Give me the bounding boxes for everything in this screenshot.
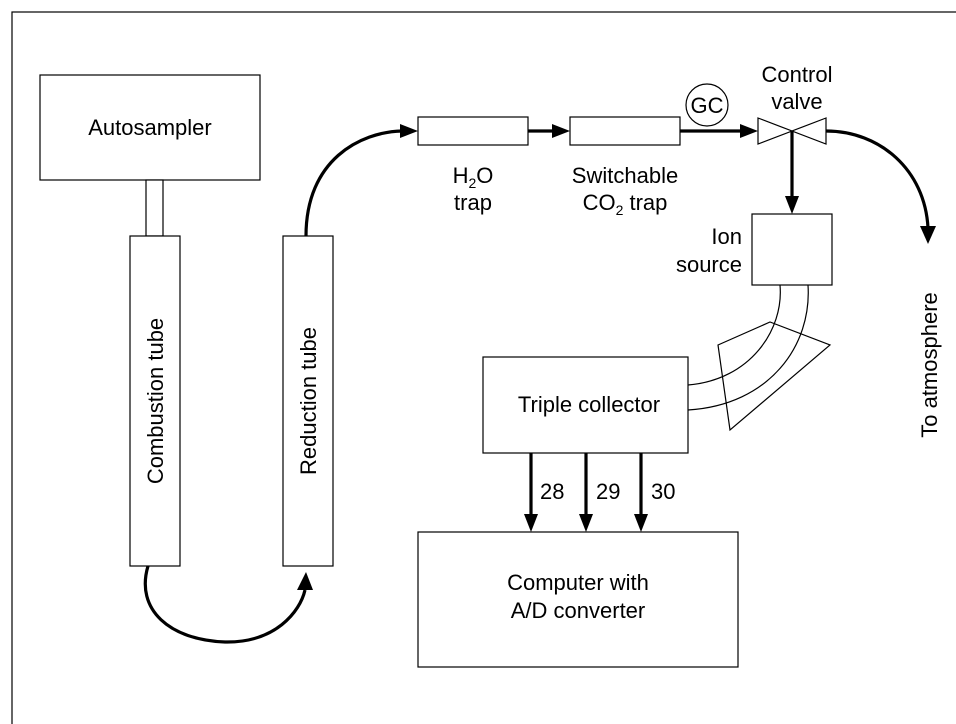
control-valve-label-line2: valve — [771, 89, 822, 114]
control-valve-icon — [757, 117, 794, 145]
ion-source-label-line2: source — [676, 252, 742, 277]
flight-tube-inner — [687, 284, 781, 386]
triple-collector-label: Triple collector — [518, 392, 660, 417]
autosampler-label: Autosampler — [88, 115, 212, 140]
combustion-to-reduction-arrowhead — [297, 572, 313, 590]
autosampler-box — [39, 74, 261, 181]
water-trap-label-line1: H2O — [453, 163, 494, 191]
computer-label-line1: Computer with — [507, 570, 649, 595]
atmosphere-label: To atmosphere — [917, 292, 942, 438]
autosampler-connector — [145, 179, 164, 237]
co2-trap-label-line2: CO2 trap — [583, 190, 668, 218]
combustion-to-reduction-arrow — [143, 565, 307, 644]
combustion-tube-label: Combustion tube — [143, 318, 168, 484]
co2-to-valve-arrowhead — [740, 124, 758, 138]
gc-detector-circle — [685, 83, 729, 127]
valve-to-atmosphere-arrowhead — [920, 226, 936, 244]
control-valve-label-line1: Control — [762, 62, 833, 87]
channel-label-28: 28 — [540, 479, 564, 504]
diagram-frame — [11, 11, 956, 724]
channel-arrowhead-29 — [579, 514, 593, 532]
flight-tube-outer — [687, 284, 809, 411]
reduction-to-water-trap-arrow — [304, 129, 403, 237]
control-valve-icon-right — [790, 117, 827, 145]
computer-box — [417, 531, 739, 668]
gc-label: GC — [691, 93, 724, 118]
channel-label-29: 29 — [596, 479, 620, 504]
ion-source-box — [751, 213, 833, 286]
water-trap-box — [417, 116, 529, 146]
co2-trap-box — [569, 116, 681, 146]
reduction-tube — [282, 235, 334, 567]
reduction-tube-label: Reduction tube — [296, 327, 321, 475]
reduction-to-water-trap-arrowhead — [400, 124, 418, 138]
co2-trap-label-line1: Switchable — [572, 163, 678, 188]
ion-source-label-line1: Ion — [711, 224, 742, 249]
water-trap-label-line2: trap — [454, 190, 492, 215]
triple-collector-box — [482, 356, 689, 454]
channel-arrowhead-28 — [524, 514, 538, 532]
combustion-tube — [129, 235, 181, 567]
valve-to-atmosphere-arrow — [825, 129, 930, 229]
channel-label-30: 30 — [651, 479, 675, 504]
channel-arrowhead-30 — [634, 514, 648, 532]
magnet-sector — [717, 321, 832, 432]
water-to-co2-arrowhead — [552, 124, 570, 138]
valve-to-ion-source-arrowhead — [785, 196, 799, 214]
computer-label-line2: A/D converter — [511, 598, 646, 623]
